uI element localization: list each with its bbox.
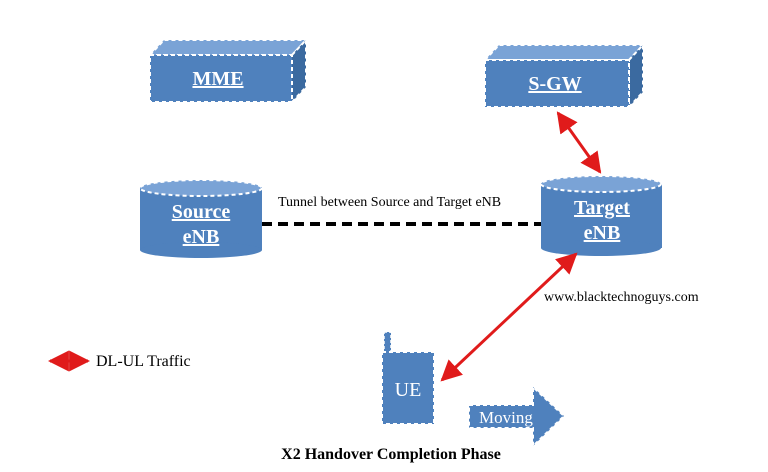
source-enb-node: Source eNB bbox=[139, 179, 263, 258]
watermark-text: www.blacktechnoguys.com bbox=[544, 290, 699, 305]
target-enb-node: Target eNB bbox=[540, 175, 662, 256]
source-enb-label-line2: eNB bbox=[183, 226, 220, 248]
source-enb-label-line1: Source bbox=[172, 201, 231, 223]
ue-antenna bbox=[383, 331, 392, 357]
moving-label: Moving bbox=[479, 408, 533, 427]
legend: DL-UL Traffic bbox=[47, 350, 191, 372]
ue-label: UE bbox=[395, 379, 422, 401]
right-arrow-icon bbox=[468, 384, 566, 449]
moving-arrow: Moving bbox=[468, 384, 566, 449]
sgw-label: S-GW bbox=[528, 73, 581, 95]
mme-node: MME bbox=[147, 37, 309, 105]
ue-device: UE bbox=[381, 331, 435, 425]
target-ue-traffic-arrow bbox=[440, 252, 578, 382]
legend-label: DL-UL Traffic bbox=[96, 353, 191, 370]
mme-label: MME bbox=[192, 68, 243, 90]
sgw-target-traffic-arrow bbox=[556, 111, 602, 174]
target-enb-label-line2: eNB bbox=[584, 222, 621, 244]
target-enb-label-line1: Target bbox=[574, 197, 630, 219]
tunnel-label: Tunnel between Source and Target eNB bbox=[278, 195, 501, 210]
sgw-node: S-GW bbox=[482, 42, 646, 110]
diagram-caption: X2 Handover Completion Phase bbox=[281, 446, 501, 463]
